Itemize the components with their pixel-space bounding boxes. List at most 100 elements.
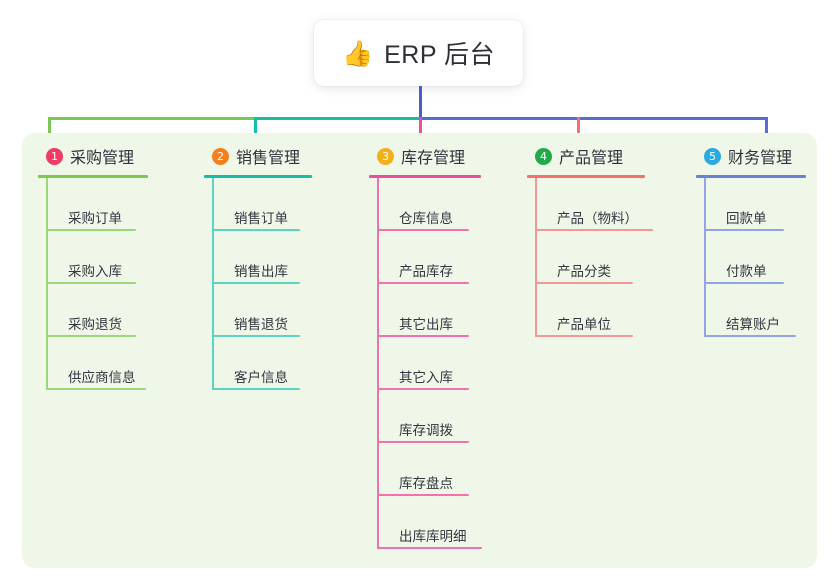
item-rule (704, 335, 796, 337)
branch-header-1[interactable]: 1 采购管理 (38, 144, 188, 168)
item-rule (212, 282, 300, 284)
list-item-label: 销售订单 (234, 211, 288, 226)
list-item[interactable]: 销售订单 (204, 178, 354, 231)
branch-title-3: 库存管理 (401, 150, 466, 167)
branch-spine-3 (377, 178, 379, 549)
branch-header-2[interactable]: 2 销售管理 (204, 144, 354, 168)
list-item-label: 库存盘点 (399, 476, 453, 491)
list-item[interactable]: 采购订单 (38, 178, 188, 231)
trunk-bar-left (48, 117, 256, 120)
item-rule (212, 229, 300, 231)
branch-column-1: 1 采购管理 采购订单 采购入库 采购退货 供应商信息 (38, 144, 188, 390)
list-item-label: 销售出库 (234, 264, 288, 279)
branch-badge-2: 2 (212, 147, 229, 165)
branch-header-3[interactable]: 3 库存管理 (369, 144, 529, 168)
list-item-label: 产品分类 (557, 264, 611, 279)
list-item-label: 仓库信息 (399, 211, 453, 226)
branch-column-5: 5 财务管理 回款单 付款单 结算账户 (696, 144, 839, 337)
list-item-label: 客户信息 (234, 370, 288, 385)
list-item-label: 采购退货 (68, 317, 122, 332)
list-item[interactable]: 销售出库 (204, 231, 354, 284)
branch-items-2: 销售订单 销售出库 销售退货 客户信息 (204, 178, 354, 390)
item-rule (377, 335, 469, 337)
branch-rule-2 (204, 175, 312, 178)
list-item-label: 结算账户 (726, 317, 780, 332)
branch-header-4[interactable]: 4 产品管理 (527, 144, 697, 168)
branch-spine-1 (46, 178, 48, 390)
branch-title-5: 财务管理 (728, 150, 793, 167)
branch-spine-5 (704, 178, 706, 337)
branch-title-1: 采购管理 (70, 150, 135, 167)
list-item-label: 销售退货 (234, 317, 288, 332)
list-item-label: 采购入库 (68, 264, 122, 279)
list-item[interactable]: 产品库存 (369, 231, 529, 284)
branch-items-4: 产品（物料） 产品分类 产品单位 (527, 178, 697, 337)
item-rule (535, 282, 633, 284)
item-rule (46, 229, 136, 231)
list-item-label: 付款单 (726, 264, 767, 279)
branch-badge-4: 4 (535, 147, 552, 165)
item-rule (212, 335, 300, 337)
branch-title-2: 销售管理 (236, 150, 301, 167)
list-item-label: 供应商信息 (68, 370, 136, 385)
thumbs-up-icon: 👍 (341, 39, 374, 68)
branch-rule-4 (527, 175, 645, 178)
list-item[interactable]: 出库库明细 (369, 496, 529, 549)
item-rule (377, 229, 469, 231)
list-item-label: 其它出库 (399, 317, 453, 332)
branch-rule-1 (38, 175, 148, 178)
item-rule (46, 388, 146, 390)
list-item[interactable]: 结算账户 (696, 284, 839, 337)
branch-badge-3: 3 (377, 147, 394, 165)
item-rule (377, 547, 482, 549)
list-item[interactable]: 采购入库 (38, 231, 188, 284)
branch-items-5: 回款单 付款单 结算账户 (696, 178, 839, 337)
branch-items-3: 仓库信息 产品库存 其它出库 其它入库 库存调拨 库存盘点 (369, 178, 529, 549)
branch-badge-5: 5 (704, 147, 721, 165)
item-rule (46, 335, 136, 337)
list-item-label: 采购订单 (68, 211, 122, 226)
list-item[interactable]: 销售退货 (204, 284, 354, 337)
branch-column-4: 4 产品管理 产品（物料） 产品分类 产品单位 (527, 144, 697, 337)
list-item[interactable]: 供应商信息 (38, 337, 188, 390)
item-rule (46, 282, 136, 284)
branch-badge-1: 1 (46, 147, 63, 165)
list-item[interactable]: 库存盘点 (369, 443, 529, 496)
list-item[interactable]: 仓库信息 (369, 178, 529, 231)
branch-spine-2 (212, 178, 214, 390)
list-item[interactable]: 付款单 (696, 231, 839, 284)
root-title: ERP 后台 (384, 41, 496, 69)
trunk-bar-right (419, 117, 767, 120)
item-rule (704, 229, 784, 231)
item-rule (377, 441, 469, 443)
list-item[interactable]: 产品单位 (527, 284, 697, 337)
list-item-label: 其它入库 (399, 370, 453, 385)
list-item[interactable]: 产品分类 (527, 231, 697, 284)
item-rule (377, 388, 469, 390)
item-rule (377, 494, 469, 496)
trunk-bar-mid (254, 117, 421, 120)
branch-column-2: 2 销售管理 销售订单 销售出库 销售退货 客户信息 (204, 144, 354, 390)
branch-column-3: 3 库存管理 仓库信息 产品库存 其它出库 其它入库 (369, 144, 529, 549)
item-rule (377, 282, 469, 284)
list-item-label: 产品单位 (557, 317, 611, 332)
list-item[interactable]: 客户信息 (204, 337, 354, 390)
item-rule (704, 282, 784, 284)
root-stem-connector (419, 86, 422, 119)
list-item[interactable]: 其它入库 (369, 337, 529, 390)
branch-spine-4 (535, 178, 537, 337)
branch-header-5[interactable]: 5 财务管理 (696, 144, 839, 168)
list-item[interactable]: 产品（物料） (527, 178, 697, 231)
list-item[interactable]: 回款单 (696, 178, 839, 231)
list-item[interactable]: 采购退货 (38, 284, 188, 337)
list-item-label: 回款单 (726, 211, 767, 226)
list-item-label: 出库库明细 (399, 529, 467, 544)
list-item[interactable]: 库存调拨 (369, 390, 529, 443)
branch-items-1: 采购订单 采购入库 采购退货 供应商信息 (38, 178, 188, 390)
list-item-label: 产品（物料） (557, 211, 638, 226)
list-item-label: 库存调拨 (399, 423, 453, 438)
list-item-label: 产品库存 (399, 264, 453, 279)
root-node[interactable]: 👍 ERP 后台 (314, 20, 523, 86)
list-item[interactable]: 其它出库 (369, 284, 529, 337)
